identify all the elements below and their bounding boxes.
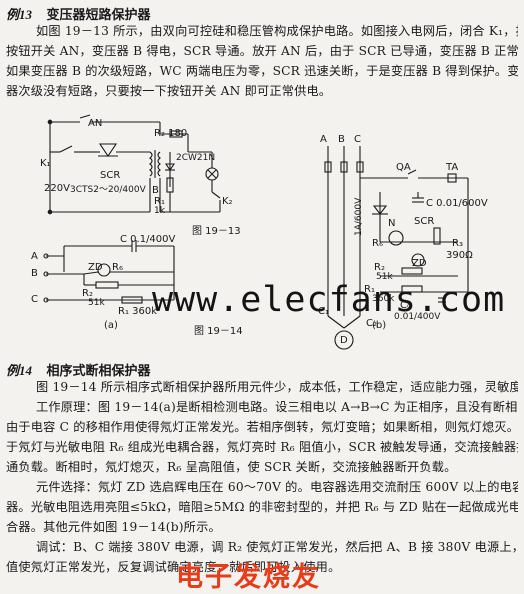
fig14b-qa-label: QA: [396, 162, 411, 173]
fig14b-cj2-label: C₂: [366, 318, 377, 329]
example13-line: 器次级没有短路，只要按一下按钮开关 AN 即可正常供电。: [6, 84, 332, 98]
figure-19-14a-schematic: [24, 232, 204, 318]
example14-line: 通负载。断相时，氖灯熄灭，R₆ 呈高阻值，使 SCR 关断，交流接触器断开负载。: [6, 460, 457, 474]
fig14b-scr-label: SCR: [414, 216, 435, 227]
example14-line: 值使氖灯正常发光，反复调试确定亮度，就后即可投入使用。: [6, 560, 341, 574]
fig14b-b-label: B: [338, 134, 345, 145]
fig14b-r3-label: R₃: [452, 238, 463, 249]
fig13-caption: 图 19－13: [192, 226, 241, 237]
example13-line: 如图 19－13 所示，由双向可控硅和稳压管构成保护电路。如图接入电网后，闭合 …: [36, 24, 518, 38]
fig14b-motor-label: D: [340, 335, 348, 346]
example14-line: 由于电容 C 的移相作用使得氖灯正常发光。若相序倒转，氖灯变暗；如果断相，则氖灯…: [6, 420, 518, 434]
fig14a-r2-value: 51k: [88, 298, 105, 308]
fig14b-c0-label: C₀: [400, 300, 411, 311]
example14-body: 图 19－14 所示相序式断相保护器所用元件少，成本低，工作稳定，适应能力强，灵…: [6, 377, 518, 577]
example14-title: 相序式断相保护器: [46, 364, 151, 379]
fig13-zener-label: 2CW21N: [176, 153, 216, 163]
fig14a-c-label: C: [31, 294, 38, 305]
example13-title: 变压器短路保护器: [46, 8, 151, 23]
example14-line: 于氖灯与光敏电阻 R₆ 组成光电耦合器，氖灯亮时 R₆ 阻值小，SCR 被触发导…: [6, 440, 518, 454]
fig13-220v-label: 220V: [44, 183, 70, 194]
figure-19-14b-schematic: [318, 132, 518, 358]
fig14b-v600-label: 1A/600V: [354, 197, 364, 236]
example13-body: 如图 19－13 所示，由双向可控硅和稳压管构成保护电路。如图接入电网后，闭合 …: [6, 21, 518, 101]
fig14a-a-label: A: [31, 251, 38, 262]
fig14b-r2-label: R₂: [374, 262, 385, 273]
fig13-k1-label: K₁: [40, 158, 51, 169]
fig14b-capacitor-label: C 0.01/600V: [426, 198, 488, 209]
fig14a-rg-label: R₆: [112, 262, 123, 273]
example13-line: 按钮开关 AN，变压器 B 得电，SCR 导通。放开 AN 后，由于 SCR 已…: [6, 44, 518, 58]
fig14b-zd-label: ZD: [412, 258, 427, 269]
example14-line: 元件选择：氖灯 ZD 选启辉电压在 60～70V 的。电容器选用交流耐压 600…: [36, 480, 518, 494]
site-logo: 电子发烧友: [176, 562, 321, 593]
watermark-url: www.elecfans.com: [152, 280, 506, 320]
fig14b-ne-label: N: [388, 218, 396, 229]
fig14a-zd-label: ZD: [88, 262, 103, 273]
fig14b-r2-value: 51k: [376, 272, 393, 282]
fig13-k2-label: K₂: [222, 196, 233, 207]
example14-line: 工作原理：图 19－14(a)是断相检测电路。设三相电以 A→B→C 为正相序，…: [36, 400, 518, 414]
fig14a-sublabel: (a): [104, 320, 118, 331]
fig14b-a-label: A: [320, 134, 327, 145]
fig13-r1-label: R₁: [154, 196, 165, 207]
example14-heading: 例14 相序式断相保护器: [6, 360, 151, 379]
fig13-an-label: AN: [88, 118, 103, 129]
fig14b-ta-label: TA: [446, 162, 459, 173]
fig14b-rg-label: R₆: [372, 238, 383, 249]
fig14b-r1-value: 360k: [372, 294, 395, 304]
example14-line: 调试：B、C 端接 380V 电源，调 R₂ 使氖灯正常发光，然后把 A、B 接…: [36, 540, 518, 554]
fig14b-c-label: C: [354, 134, 361, 145]
example13-heading: 例13 变压器短路保护器: [6, 4, 151, 23]
fig14a-b-label: B: [31, 268, 38, 279]
fig13-scr-label: SCR: [100, 170, 121, 181]
example14-line: 图 19－14 所示相序式断相保护器所用元件少，成本低，工作稳定，适应能力强，灵…: [36, 380, 518, 394]
fig13-model-label: 3CTS2～20/400V: [70, 185, 146, 195]
fig14b-sublabel: (b): [372, 320, 387, 331]
fig13-r1-value: 1k: [154, 206, 165, 216]
example14-number: 例14: [6, 363, 33, 378]
fig14-caption: 图 19－14: [194, 326, 243, 337]
example13-number: 例13: [6, 7, 33, 22]
figure-19-13-schematic: [20, 112, 240, 230]
fig14a-r1-label: R₁ 360k: [118, 306, 158, 317]
fig14b-r3-value: 390Ω: [446, 250, 473, 261]
example14-line: 器。光敏电阻选用亮阻≤5kΩ，暗阻≥5MΩ 的非密封型的，并把 R₆ 与 ZD …: [6, 500, 518, 514]
fig14b-c001-label: 0.01/400V: [394, 312, 441, 322]
example13-line: 如果变压器 B 的次级短路，WC 两端电压为零，SCR 迅速关断，于是变压器 B…: [6, 64, 518, 78]
fig14a-r2-label: R₂: [82, 288, 93, 299]
fig14b-r1-label: R₁: [364, 284, 375, 295]
fig14b-cj1-label: C₁: [318, 306, 329, 317]
example14-line: 合器。其他元件如图 19－14(b)所示。: [6, 520, 221, 534]
fig13-b-label: B: [152, 185, 159, 196]
fig14a-capacitor-label: C 0.1/400V: [120, 234, 176, 245]
fig13-r2-label: R₂ 180: [154, 128, 188, 139]
